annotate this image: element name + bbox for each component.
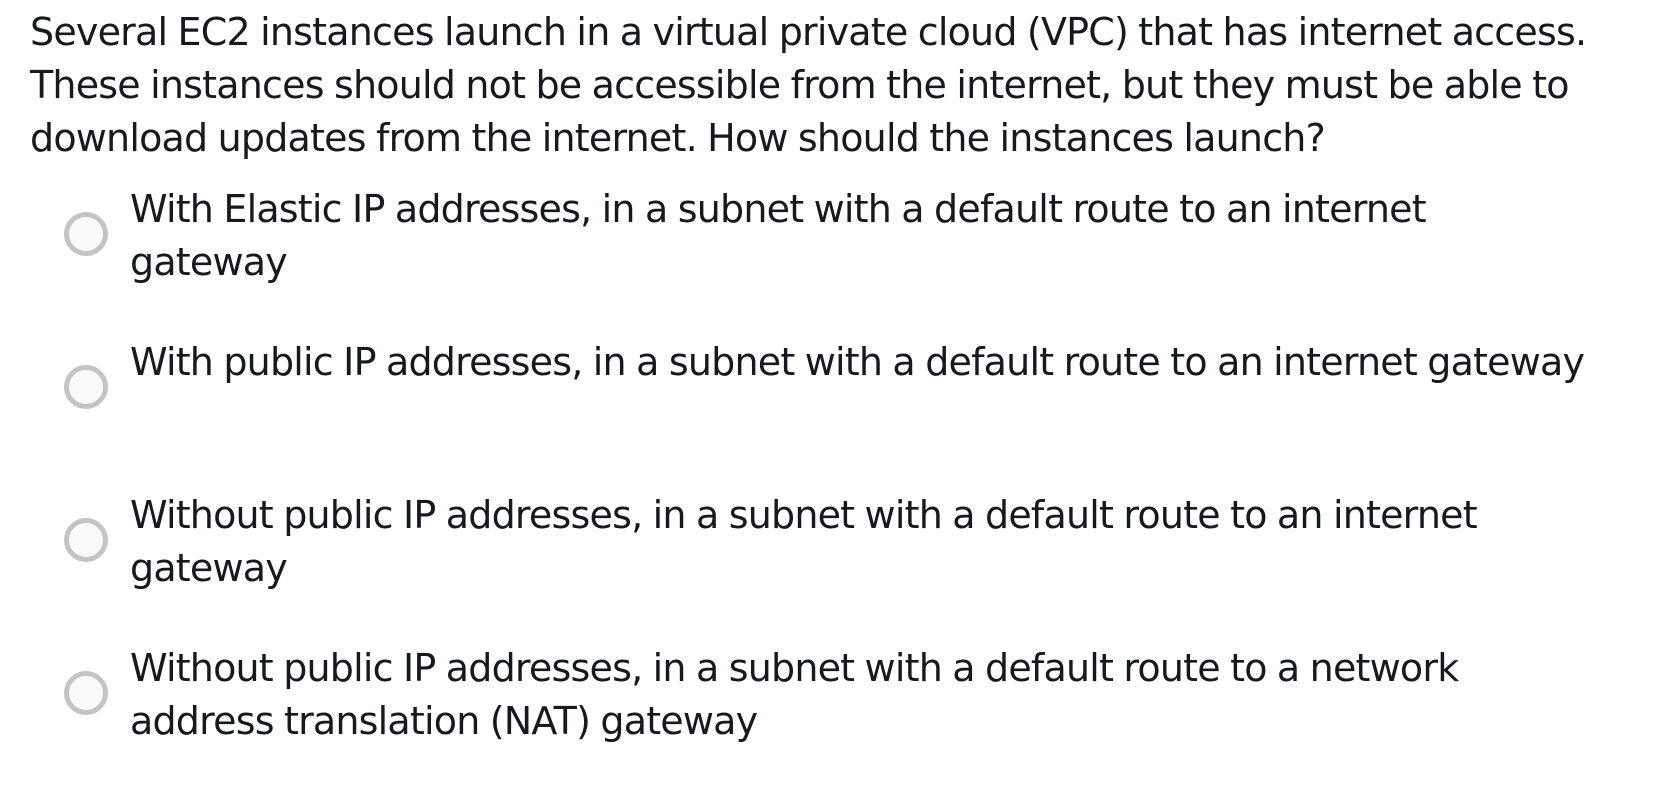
radio-button-1[interactable] — [64, 212, 108, 256]
radio-button-4[interactable] — [64, 671, 108, 715]
answer-options: With Elastic IP addresses, in a subnet w… — [30, 183, 1660, 795]
answer-option-label[interactable]: Without public IP addresses, in a subnet… — [130, 493, 1478, 590]
answer-option-3[interactable]: Without public IP addresses, in a subnet… — [30, 489, 1660, 642]
answer-option-1[interactable]: With Elastic IP addresses, in a subnet w… — [30, 183, 1660, 336]
question-text: Several EC2 instances launch in a virtua… — [30, 10, 1587, 160]
answer-option-label[interactable]: Without public IP addresses, in a subnet… — [130, 646, 1459, 743]
answer-option-label[interactable]: With Elastic IP addresses, in a subnet w… — [130, 187, 1427, 284]
quiz-card: Several EC2 instances launch in a virtua… — [30, 6, 1660, 795]
radio-button-2[interactable] — [64, 365, 108, 409]
radio-button-3[interactable] — [64, 518, 108, 562]
answer-option-4[interactable]: Without public IP addresses, in a subnet… — [30, 642, 1660, 795]
answer-option-2[interactable]: With public IP addresses, in a subnet wi… — [30, 336, 1660, 489]
answer-option-label[interactable]: With public IP addresses, in a subnet wi… — [130, 340, 1585, 384]
